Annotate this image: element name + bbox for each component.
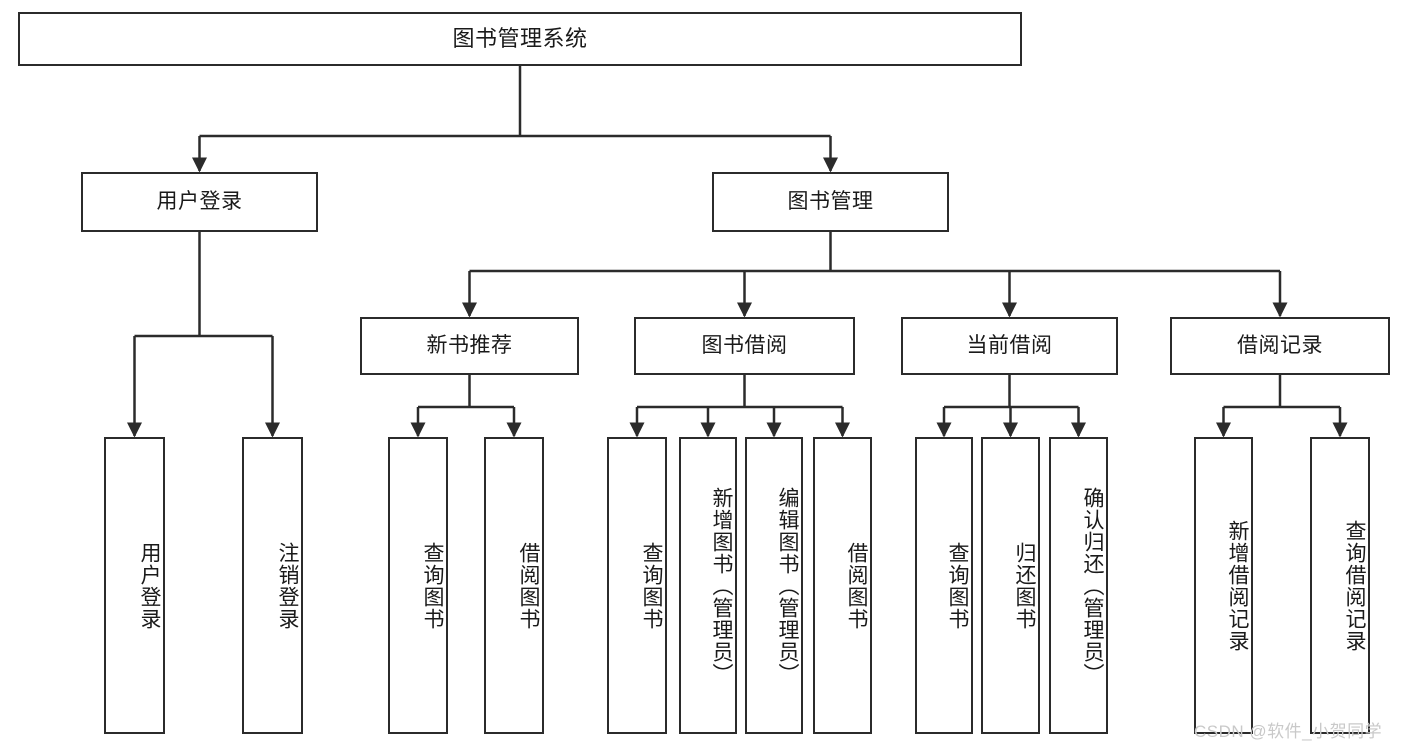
node-label: 确认归还（管理员）	[1081, 486, 1104, 685]
node-leaf_3[interactable]: 借阅图书	[484, 437, 544, 734]
node-label: 新增借阅记录	[1226, 519, 1249, 652]
node-leaf_6[interactable]: 编辑图书（管理员）	[745, 437, 803, 734]
node-label: 图书管理系统	[452, 25, 588, 51]
node-label: 注销登录	[276, 541, 299, 630]
csdn-watermark: CSDN @软件_小贺同学	[1194, 722, 1383, 741]
node-leaf_5[interactable]: 新增图书（管理员）	[679, 437, 737, 734]
node-leaf_2[interactable]: 查询图书	[388, 437, 448, 734]
node-l3_3[interactable]: 借阅记录	[1170, 317, 1390, 375]
node-label: 当前借阅	[966, 334, 1053, 358]
node-leaf_9[interactable]: 归还图书	[981, 437, 1040, 734]
node-label: 新书推荐	[426, 334, 513, 358]
node-leaf_8[interactable]: 查询图书	[915, 437, 973, 734]
node-label: 编辑图书（管理员）	[776, 486, 799, 685]
node-l3_0[interactable]: 新书推荐	[360, 317, 579, 375]
node-leaf_11[interactable]: 新增借阅记录	[1194, 437, 1253, 734]
node-label: 查询图书	[421, 541, 444, 630]
node-leaf_4[interactable]: 查询图书	[607, 437, 667, 734]
node-leaf_10[interactable]: 确认归还（管理员）	[1049, 437, 1108, 734]
node-label: 借阅记录	[1237, 334, 1323, 358]
node-label: 查询借阅记录	[1343, 519, 1366, 652]
node-label: 查询图书	[640, 541, 663, 630]
edge-group	[127, 66, 1348, 438]
node-leaf_1[interactable]: 注销登录	[242, 437, 303, 734]
node-l2_1[interactable]: 图书管理	[712, 172, 949, 232]
node-label: 借阅图书	[845, 541, 868, 630]
node-l3_1[interactable]: 图书借阅	[634, 317, 855, 375]
node-leaf_0[interactable]: 用户登录	[104, 437, 165, 734]
node-label: 新增图书（管理员）	[710, 486, 733, 685]
node-label: 查询图书	[946, 541, 969, 630]
node-label: 用户登录	[138, 541, 161, 630]
node-label: 借阅图书	[517, 541, 540, 630]
node-l3_2[interactable]: 当前借阅	[901, 317, 1118, 375]
node-label: 图书借阅	[701, 334, 788, 358]
node-leaf_12[interactable]: 查询借阅记录	[1310, 437, 1370, 734]
node-label: 用户登录	[156, 190, 243, 214]
node-l2_0[interactable]: 用户登录	[81, 172, 318, 232]
node-root[interactable]: 图书管理系统	[18, 12, 1022, 66]
node-label: 图书管理	[787, 190, 874, 214]
node-label: 归还图书	[1013, 541, 1036, 630]
node-leaf_7[interactable]: 借阅图书	[813, 437, 872, 734]
